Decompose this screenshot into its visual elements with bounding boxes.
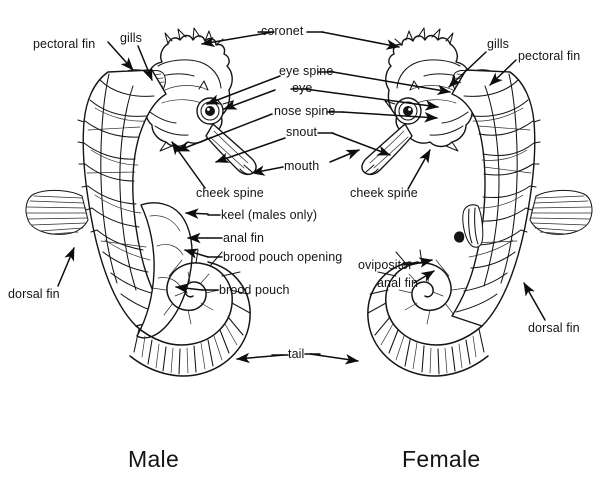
leader-gills-right bbox=[448, 51, 487, 88]
leader-brood-pouch bbox=[175, 283, 203, 294]
leader-mouth-left bbox=[251, 165, 284, 176]
label-brood-pouch: brood pouch bbox=[219, 283, 290, 297]
label-pectoral-fin-left: pectoral fin bbox=[33, 37, 96, 51]
leader-cheek-spine-left bbox=[171, 141, 206, 189]
leader-eye-spine-left bbox=[206, 75, 281, 105]
leader-eye-spine-right bbox=[332, 71, 451, 96]
connector-ovipositor bbox=[403, 261, 419, 266]
label-coronet: coronet bbox=[261, 24, 304, 38]
label-keel: keel (males only) bbox=[221, 208, 318, 222]
leader-tail-right bbox=[309, 353, 359, 365]
label-dorsal-fin-right: dorsal fin bbox=[528, 321, 580, 335]
label-dorsal-fin-left: dorsal fin bbox=[8, 287, 60, 301]
leader-pectoral-fin-right bbox=[489, 59, 517, 86]
label-eye-spine: eye spine bbox=[279, 64, 334, 78]
leader-eye-left bbox=[223, 89, 276, 110]
leader-anal-fin-right bbox=[413, 270, 435, 284]
label-anal-fin-left: anal fin bbox=[223, 231, 265, 245]
label-anal-fin-right: anal fin bbox=[377, 276, 419, 290]
label-gills-right: gills bbox=[487, 37, 510, 51]
leader-nose-spine-right bbox=[341, 111, 438, 123]
label-snout: snout bbox=[286, 125, 318, 139]
leader-lines-layer bbox=[57, 31, 546, 365]
label-eye: eye bbox=[292, 81, 313, 95]
leader-ovipositor bbox=[408, 257, 433, 268]
leader-coronet-left bbox=[201, 31, 274, 48]
leader-nose-spine-left bbox=[176, 113, 273, 152]
label-cheek-spine-right: cheek spine bbox=[350, 186, 418, 200]
label-tail: tail bbox=[288, 347, 305, 361]
leader-dorsal-fin-right bbox=[523, 282, 546, 321]
label-cheek-spine-left: cheek spine bbox=[196, 186, 264, 200]
leader-snout-left bbox=[215, 137, 286, 163]
label-mouth: mouth bbox=[284, 159, 320, 173]
caption-female: Female bbox=[402, 446, 481, 472]
label-ovipositor: ovipositor bbox=[358, 258, 413, 272]
leader-cheek-spine-right bbox=[407, 149, 431, 190]
leader-pectoral-fin-left bbox=[107, 41, 134, 71]
label-nose-spine: nose spine bbox=[274, 104, 336, 118]
label-pectoral-fin-right: pectoral fin bbox=[518, 49, 581, 63]
leader-eye-right bbox=[304, 88, 439, 111]
leader-dorsal-fin-left bbox=[57, 247, 75, 287]
leader-snout-right bbox=[331, 132, 391, 156]
leader-coronet-right bbox=[321, 31, 400, 50]
leader-brood-pouch-opening bbox=[184, 248, 209, 259]
leader-gills-left bbox=[137, 45, 153, 81]
caption-male: Male bbox=[128, 446, 180, 472]
leader-keel bbox=[185, 208, 209, 219]
label-gills-left: gills bbox=[120, 31, 143, 45]
male-seahorse-drawing bbox=[25, 27, 257, 377]
leader-mouth-right bbox=[329, 149, 360, 163]
label-brood-pouch-opening: brood pouch opening bbox=[223, 250, 343, 264]
